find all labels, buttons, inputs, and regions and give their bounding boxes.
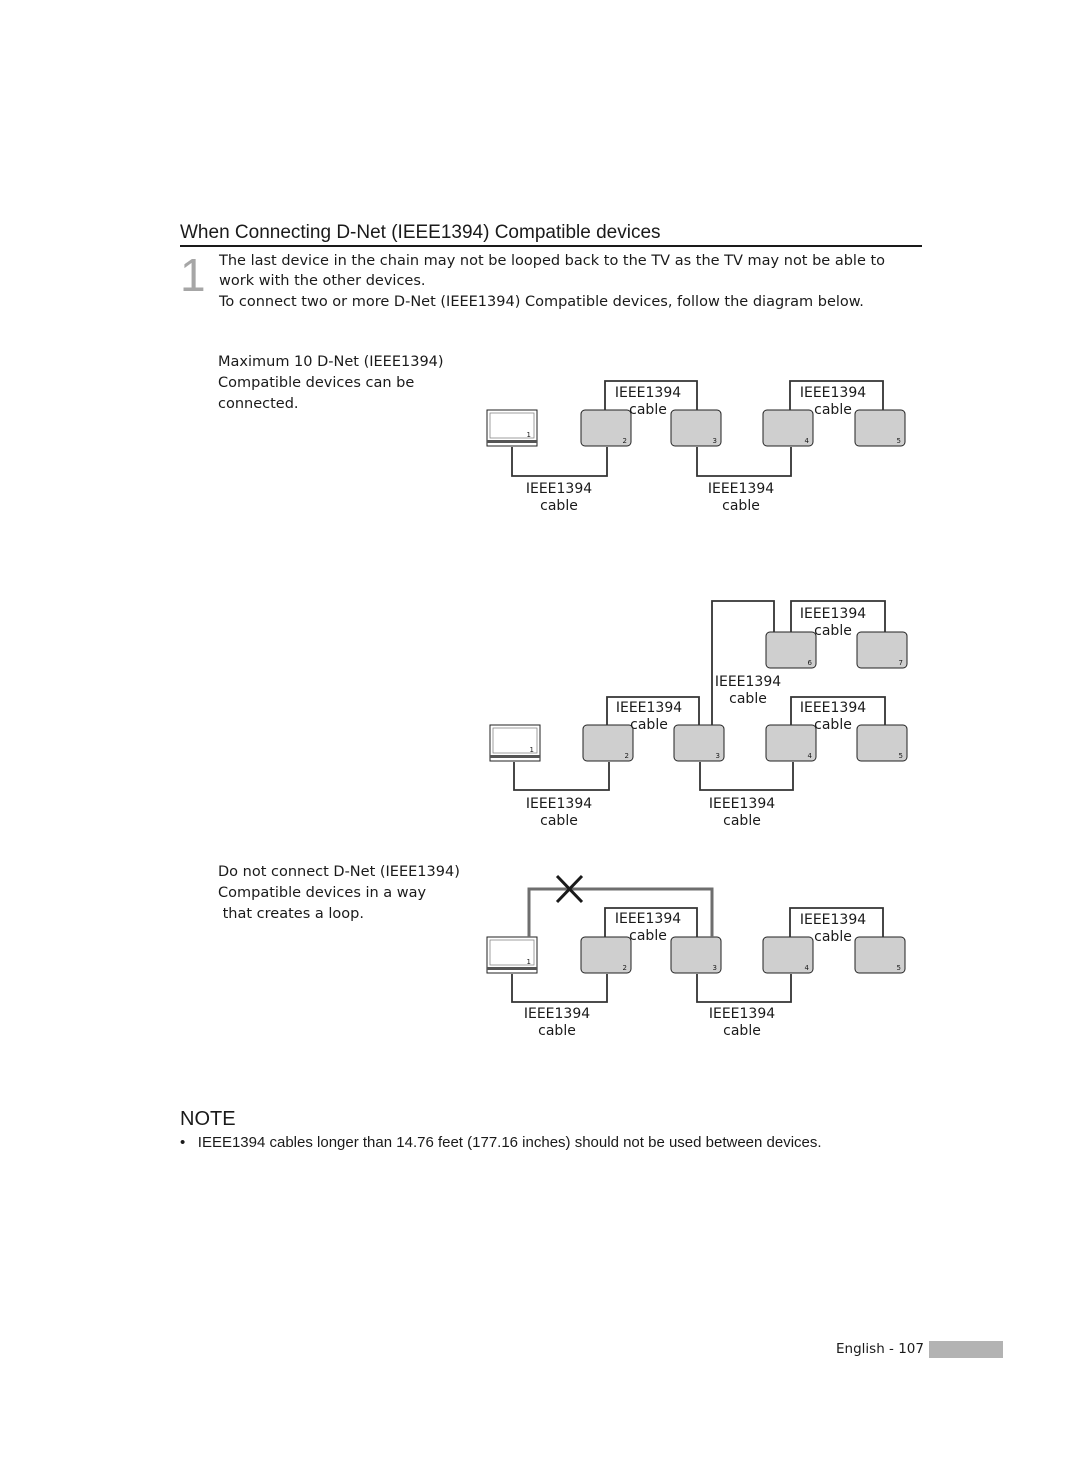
cable-label: IEEE1394 [800, 912, 866, 928]
cable-label: IEEE1394 [800, 385, 866, 401]
cable-label: cable [722, 498, 760, 514]
device-box [582, 724, 634, 762]
device-box [762, 936, 814, 974]
device-number: 6 [808, 659, 813, 667]
cable-line [711, 600, 775, 725]
cable-label: cable [723, 1023, 761, 1039]
device-number: 7 [899, 659, 903, 667]
cable-label: IEEE1394 [715, 674, 781, 690]
section-title: When Connecting D-Net (IEEE1394) Compati… [180, 222, 661, 243]
device-box [856, 631, 908, 669]
device-box [580, 409, 632, 447]
device-box [856, 724, 908, 762]
cable-label: IEEE1394 [615, 911, 681, 927]
max-devices-note-line: Maximum 10 D-Net (IEEE1394) [218, 354, 444, 370]
cable-line [696, 447, 792, 477]
cable-label: IEEE1394 [800, 700, 866, 716]
cable-line [790, 696, 886, 725]
device-box [670, 409, 722, 447]
device-number: 4 [808, 752, 813, 760]
cable-line [511, 447, 608, 477]
title-underline [180, 245, 922, 247]
device-number: 1 [530, 746, 534, 754]
cable-label: cable [723, 813, 761, 829]
device-number: 5 [899, 752, 903, 760]
loop-cable-line [527, 887, 714, 937]
tv-base [487, 440, 537, 443]
loop-warning-note: Do not connect D-Net (IEEE1394) Compatib… [218, 862, 468, 925]
tv-base [487, 967, 537, 970]
cable-line [604, 907, 698, 937]
cable-line [789, 907, 884, 937]
device-box [854, 409, 906, 447]
note-title: NOTE [180, 1108, 236, 1130]
device-number: 1 [527, 958, 531, 966]
cable-label: cable [540, 498, 578, 514]
cable-label: cable [629, 402, 667, 418]
cable-line [790, 600, 886, 632]
cable-label: cable [814, 717, 852, 733]
device-number: 4 [805, 437, 810, 445]
max-devices-note-line: connected. [218, 396, 299, 412]
cable-label: cable [729, 691, 767, 707]
cable-label: IEEE1394 [524, 1006, 590, 1022]
device-box [854, 936, 906, 974]
loop-warning-note-line: Do not connect D-Net (IEEE1394) [218, 864, 460, 880]
tv-screen [492, 727, 538, 754]
device-number: 2 [623, 437, 627, 445]
device-number: 3 [716, 752, 720, 760]
instruction-paragraph-2: To connect two or more D-Net (IEEE1394) … [219, 294, 864, 310]
tv-base [490, 755, 540, 758]
device-number: 5 [897, 964, 901, 972]
cable-line [699, 762, 794, 791]
cable-label: IEEE1394 [615, 385, 681, 401]
page-number: English - 107 [836, 1341, 924, 1357]
loop-warning-note-line: that creates a loop. [218, 906, 364, 922]
cross-mark-icon [555, 874, 584, 904]
device-number: 3 [713, 437, 717, 445]
instruction-paragraph-1: The last device in the chain may not be … [219, 253, 886, 289]
note-bullet-text: IEEE1394 cables longer than 14.76 feet (… [197, 1134, 822, 1151]
device-number: 5 [897, 437, 901, 445]
cable-label: cable [814, 402, 852, 418]
device-number: 2 [625, 752, 629, 760]
loop-warning-note-line: Compatible devices in a way [218, 885, 427, 901]
tv-screen [489, 939, 535, 966]
tv-screen [489, 412, 535, 439]
device-number: 2 [623, 964, 627, 972]
device-box [580, 936, 632, 974]
cable-label: IEEE1394 [616, 700, 682, 716]
device-number: 3 [713, 964, 717, 972]
device-number: 4 [805, 964, 810, 972]
cable-label: cable [538, 1023, 576, 1039]
cable-line [606, 696, 700, 725]
cable-line [604, 380, 698, 410]
cable-label: IEEE1394 [708, 481, 774, 497]
cable-label: cable [629, 928, 667, 944]
cable-label: cable [540, 813, 578, 829]
cable-line [789, 380, 884, 410]
cable-label: cable [630, 717, 668, 733]
cable-label: IEEE1394 [709, 1006, 775, 1022]
note-text: • IEEE1394 cables longer than 14.76 feet… [180, 1134, 1080, 1151]
cable-label: IEEE1394 [709, 796, 775, 812]
cable-label: cable [814, 623, 852, 639]
cable-line [511, 974, 608, 1003]
max-devices-note: Maximum 10 D-Net (IEEE1394) Compatible d… [218, 352, 468, 415]
max-devices-note-line: Compatible devices can be [218, 375, 415, 391]
device-number: 1 [527, 431, 531, 439]
cable-label: IEEE1394 [526, 481, 592, 497]
cable-label: IEEE1394 [526, 796, 592, 812]
step-number: 1 [180, 249, 206, 301]
page-tab-marker [929, 1341, 1003, 1358]
note-bullet: • [180, 1134, 186, 1151]
device-box [762, 409, 814, 447]
cable-label: IEEE1394 [800, 606, 866, 622]
cable-line [513, 762, 610, 791]
cable-label: cable [814, 929, 852, 945]
device-box [670, 936, 722, 974]
cable-line [696, 974, 792, 1003]
